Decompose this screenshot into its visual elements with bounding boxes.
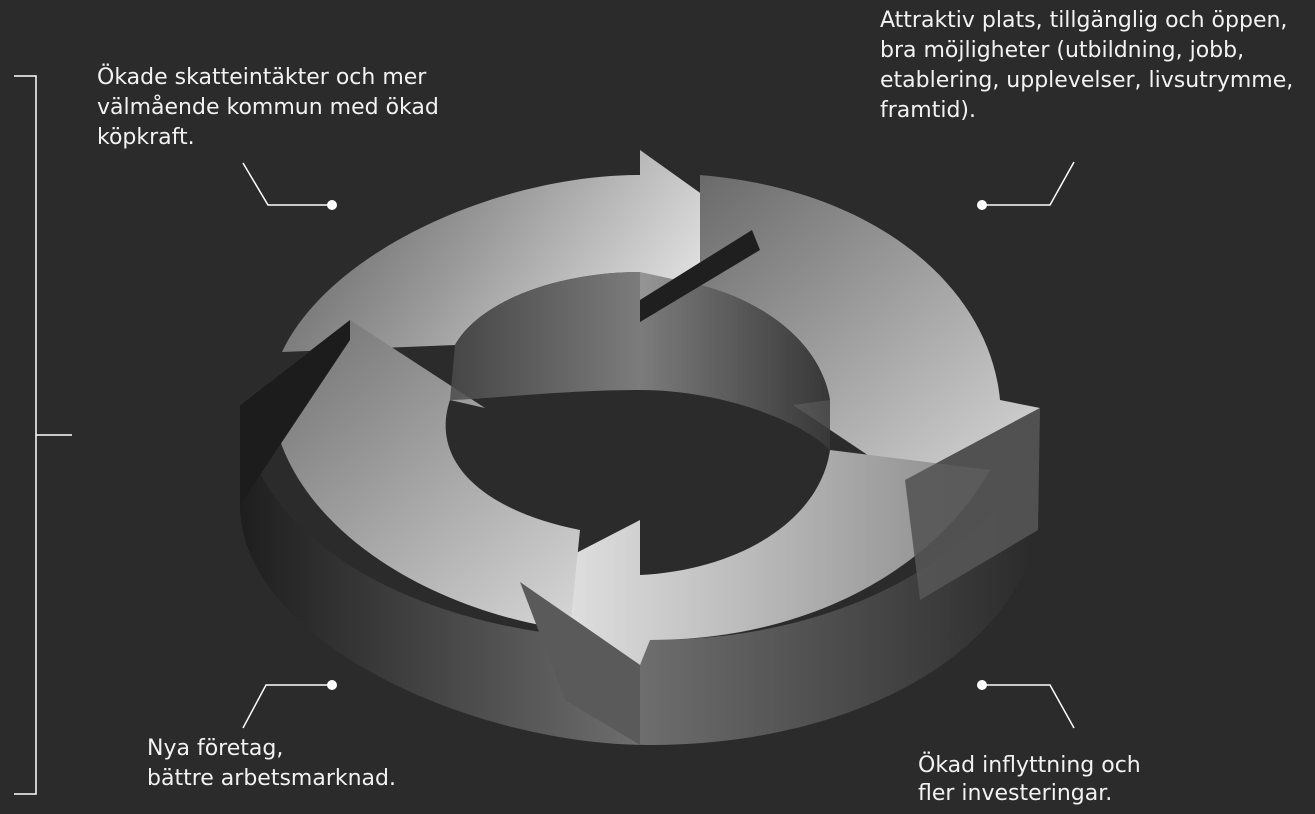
label-attractive-place: Attraktiv plats, tillgänglig och öppen, … (880, 8, 1294, 123)
leader-bottom-left (242, 680, 337, 729)
label-migration-investments: Ökad inflyttning och fler investeringar. (918, 752, 1218, 808)
label-migration-line2: fler investeringar. (918, 781, 1113, 806)
label-new-companies: Nya företag, bättre arbetsmarknad. (147, 734, 477, 794)
cycle-ring (240, 150, 1040, 745)
leader-bottom-right (977, 680, 1075, 729)
label-new-companies-line1: Nya företag, (147, 736, 284, 761)
label-tax-revenue: Ökade skatteintäkter och mer välmående k… (97, 65, 439, 150)
leader-top-right (977, 161, 1075, 210)
label-new-companies-line2: bättre arbetsmarknad. (147, 766, 396, 791)
leader-top-left (242, 162, 337, 210)
label-migration-line1: Ökad inflyttning och (918, 753, 1141, 778)
left-bracket (14, 75, 72, 795)
